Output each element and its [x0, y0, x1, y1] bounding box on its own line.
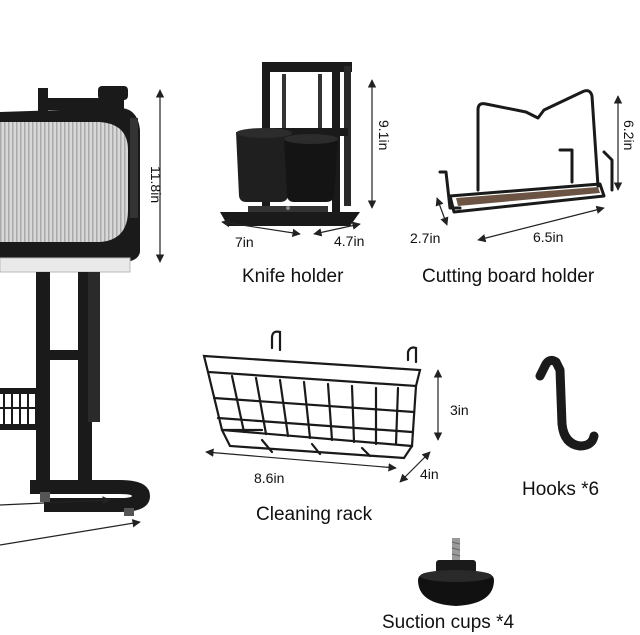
cutting-board-height-label: 6.2in	[621, 120, 637, 151]
cutting-board-caption: Cutting board holder	[422, 266, 595, 287]
knife-holder-width-label: 7in	[235, 234, 254, 250]
main-rack-height-label: 11.8in	[148, 166, 164, 204]
cutting-board-width-line	[477, 205, 605, 243]
cutting-board-depth-label: 2.7in	[410, 230, 441, 246]
knife-holder-height-label: 9.1in	[376, 120, 392, 151]
cleaning-rack-caption: Cleaning rack	[256, 504, 373, 525]
cutting-board-tray	[456, 187, 600, 206]
cleaning-rack-height-label: 3in	[450, 402, 469, 418]
suction-cup-icon	[418, 538, 494, 606]
knife-holder-illustration	[220, 62, 360, 226]
cleaning-rack-depth-line	[399, 451, 431, 483]
cutting-board-depth-line	[435, 197, 449, 226]
knife-holder-caption: Knife holder	[242, 266, 344, 287]
cutting-board-width-label: 6.5in	[533, 229, 564, 245]
knife-holder-width-line	[221, 218, 301, 238]
knife-holder-depth-line	[313, 221, 361, 237]
cleaning-rack-width-line	[205, 448, 397, 472]
knife-holder-depth-label: 4.7in	[334, 233, 365, 249]
hook-icon	[535, 355, 599, 451]
cutting-board-holder-illustration	[438, 89, 614, 214]
suction-cups-caption: Suction cups *4	[382, 612, 515, 633]
cleaning-rack-illustration	[202, 330, 422, 460]
hooks-caption: Hooks *6	[522, 479, 600, 500]
cleaning-rack-width-label: 8.6in	[254, 470, 285, 486]
main-rack-illustration	[0, 86, 150, 546]
cleaning-rack-depth-label: 4in	[420, 466, 439, 482]
